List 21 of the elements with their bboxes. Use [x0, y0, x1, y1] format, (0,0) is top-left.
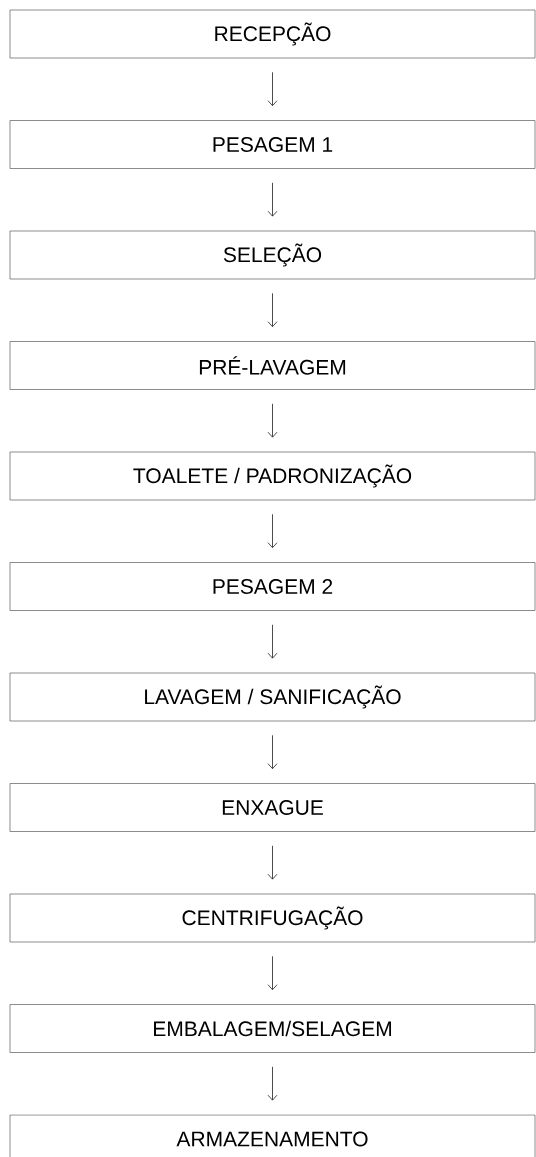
process-box: ENXAGUE	[9, 783, 536, 832]
arrow	[267, 1066, 278, 1101]
process-box: ARMAZENAMENTO	[9, 1114, 536, 1157]
process-box: PRÉ-LAVAGEM	[9, 341, 536, 390]
process-box: CENTRIFUGAÇÃO	[9, 893, 536, 943]
arrow	[267, 734, 278, 770]
process-box: RECEPÇÃO	[9, 9, 536, 59]
arrow	[267, 624, 278, 659]
arrow	[267, 955, 278, 991]
process-box: SELEÇÃO	[9, 230, 536, 280]
arrow	[267, 403, 278, 438]
arrow	[267, 71, 278, 107]
arrow	[267, 513, 278, 549]
arrow	[267, 182, 278, 217]
arrow	[267, 292, 278, 328]
process-box: TOALETE / PADRONIZAÇÃO	[9, 451, 536, 501]
arrow	[267, 845, 278, 880]
process-box: LAVAGEM / SANIFICAÇÃO	[9, 672, 536, 722]
process-box: PESAGEM 1	[9, 120, 536, 169]
process-box: EMBALAGEM/SELAGEM	[9, 1004, 536, 1053]
process-box: PESAGEM 2	[9, 562, 536, 611]
